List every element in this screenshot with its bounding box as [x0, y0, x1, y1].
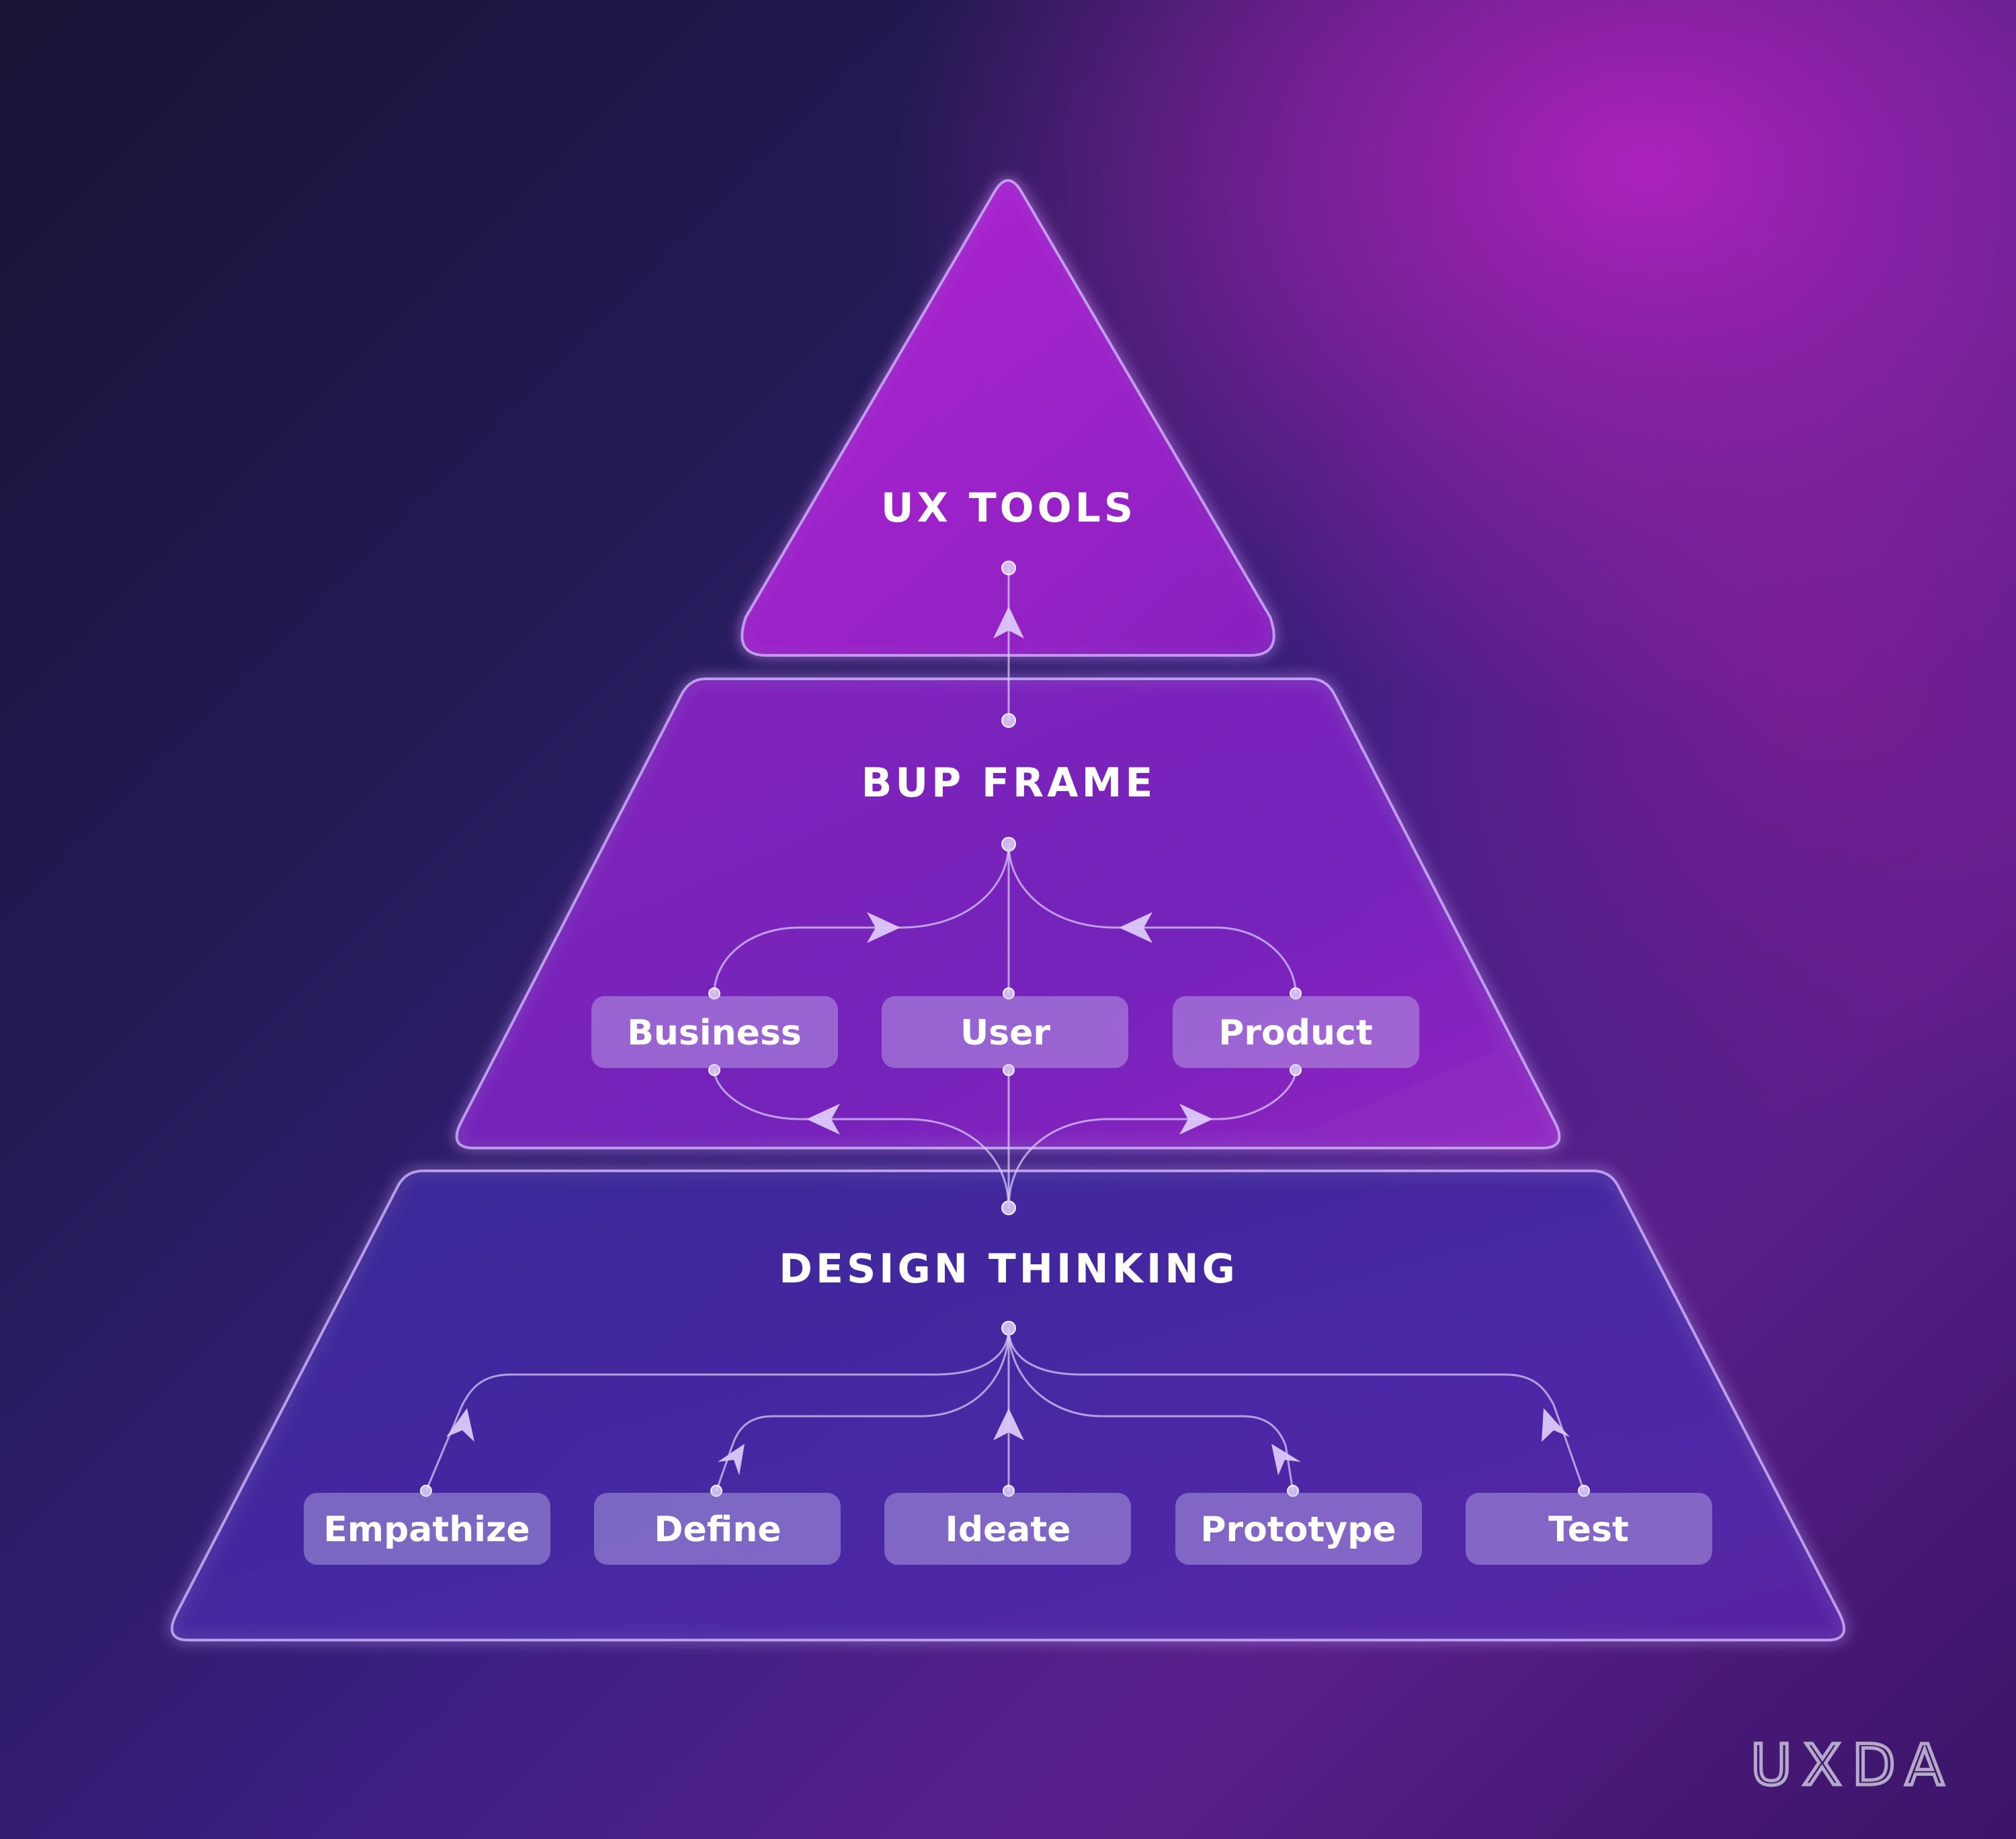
chip-ideate: Ideate [884, 1493, 1131, 1565]
tier-title-design-thinking: DESIGN THINKING [779, 1245, 1238, 1293]
connector-node [1001, 561, 1016, 575]
connector-product-to-bup [1007, 844, 1297, 994]
bup-chips: Business User Product [591, 996, 1419, 1068]
arrow-up-icon [1542, 1408, 1570, 1442]
connectors [420, 561, 1590, 1497]
uxda-logo: UXDA [1751, 1732, 1955, 1798]
chip-product: Product [1173, 996, 1419, 1068]
connector-node [1287, 1485, 1299, 1497]
arrow-left-icon [806, 1104, 840, 1135]
connector-dt-to-prototype [1007, 1327, 1294, 1491]
connector-node [1578, 1485, 1590, 1497]
connector-node [1290, 1064, 1302, 1076]
connector-node [1003, 1485, 1015, 1497]
connector-node [1001, 713, 1016, 728]
arrow-up-icon [446, 1408, 474, 1442]
connector-node [1290, 987, 1302, 999]
chip-test: Test [1466, 1493, 1712, 1565]
tier-ux-tools [741, 179, 1275, 657]
connector-node [710, 1485, 722, 1497]
arrow-up-icon [993, 1408, 1024, 1440]
chip-define: Define [594, 1493, 841, 1565]
connector-dt-to-test [1007, 1327, 1585, 1491]
connector-node [708, 1064, 720, 1076]
connector-node [1003, 1064, 1015, 1076]
connector-dt-to-define [715, 1327, 1010, 1491]
connector-dt-to-product [1007, 1069, 1297, 1209]
connector-node [708, 987, 720, 999]
chip-label: Business [627, 1013, 802, 1053]
connector-node [420, 1485, 432, 1497]
chip-business: Business [591, 996, 838, 1068]
tier-ux-tools-shape [741, 179, 1275, 657]
tier-title-bup-frame: BUP FRAME [862, 760, 1157, 807]
chip-label: Prototype [1200, 1510, 1396, 1550]
design-thinking-chips: Empathize Define Ideate Prototype Test [304, 1493, 1712, 1565]
chip-label: Ideate [945, 1510, 1070, 1550]
chip-label: Empathize [323, 1510, 530, 1550]
tier-title-ux-tools: UX TOOLS [881, 485, 1136, 532]
connector-node [1003, 987, 1015, 999]
arrow-right-icon [1179, 1104, 1213, 1135]
chip-label: Define [654, 1510, 781, 1550]
arrow-left-icon [1119, 912, 1152, 943]
chip-label: Test [1548, 1510, 1629, 1550]
connector-dt-to-business [713, 1069, 1010, 1209]
chip-prototype: Prototype [1175, 1493, 1422, 1565]
chip-user: User [882, 996, 1128, 1068]
arrow-up-icon [1271, 1444, 1301, 1475]
chip-label: User [960, 1013, 1050, 1053]
chip-empathize: Empathize [304, 1493, 550, 1565]
arrow-up-icon [993, 606, 1024, 639]
connector-dt-to-empathize [425, 1327, 1010, 1491]
arrow-up-icon [718, 1444, 745, 1475]
chip-label: Product [1218, 1013, 1372, 1053]
arrow-right-icon [867, 912, 900, 943]
